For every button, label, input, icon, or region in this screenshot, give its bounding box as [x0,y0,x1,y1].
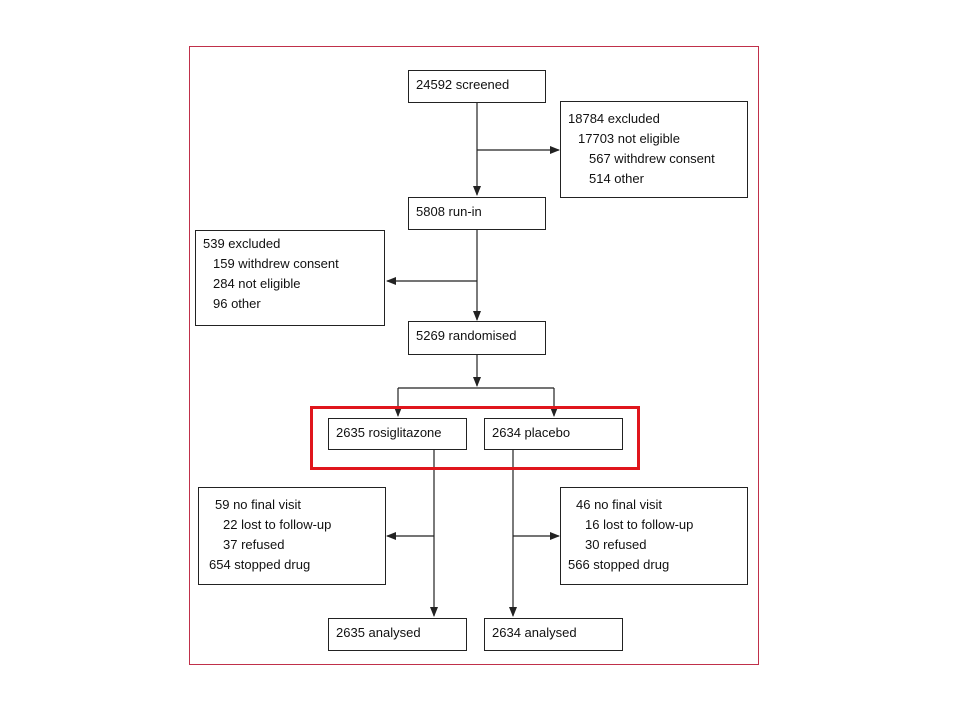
randomised-label: 5269 randomised [416,328,517,343]
excluded-box-1: 18784 excluded 17703 not eligible 567 wi… [560,101,748,198]
rosi-stopped: 654 stopped drug [209,557,311,572]
excluded-2-not-eligible: 284 not eligible [213,276,301,291]
placebo-analysed-label: 2634 analysed [492,625,577,640]
screened-box: 24592 screened [408,70,546,103]
rosiglitazone-box: 2635 rosiglitazone [328,418,467,450]
treatment-arms-highlight [310,406,640,470]
rosi-no-final-visit: 59 no final visit [215,497,301,512]
placebo-outcomes-box: 46 no final visit 16 lost to follow-up 3… [560,487,748,585]
rosi-analysed-label: 2635 analysed [336,625,421,640]
placebo-label: 2634 placebo [492,425,571,440]
rosiglitazone-outcomes-box: 59 no final visit 22 lost to follow-up 3… [198,487,386,585]
excluded-2-other: 96 other [213,296,261,311]
randomised-box: 5269 randomised [408,321,546,355]
rosi-lost: 22 lost to follow-up [223,517,332,532]
rosi-refused: 37 refused [223,537,285,552]
rosiglitazone-analysed-box: 2635 analysed [328,618,467,651]
excluded-2-title: 539 excluded [203,236,281,251]
excluded-1-withdrew: 567 withdrew consent [589,151,715,166]
excluded-1-title: 18784 excluded [568,111,660,126]
excluded-box-2: 539 excluded 159 withdrew consent 284 no… [195,230,385,326]
run-in-label: 5808 run-in [416,204,482,219]
screened-label: 24592 screened [416,77,510,92]
placebo-refused: 30 refused [585,537,647,552]
rosiglitazone-label: 2635 rosiglitazone [336,425,442,440]
run-in-box: 5808 run-in [408,197,546,230]
placebo-analysed-box: 2634 analysed [484,618,623,651]
placebo-no-final-visit: 46 no final visit [576,497,662,512]
excluded-1-not-eligible: 17703 not eligible [578,131,680,146]
placebo-stopped: 566 stopped drug [568,557,670,572]
excluded-1-other: 514 other [589,171,644,186]
placebo-box: 2634 placebo [484,418,623,450]
figure-frame [189,46,759,665]
placebo-lost: 16 lost to follow-up [585,517,694,532]
excluded-2-withdrew: 159 withdrew consent [213,256,339,271]
